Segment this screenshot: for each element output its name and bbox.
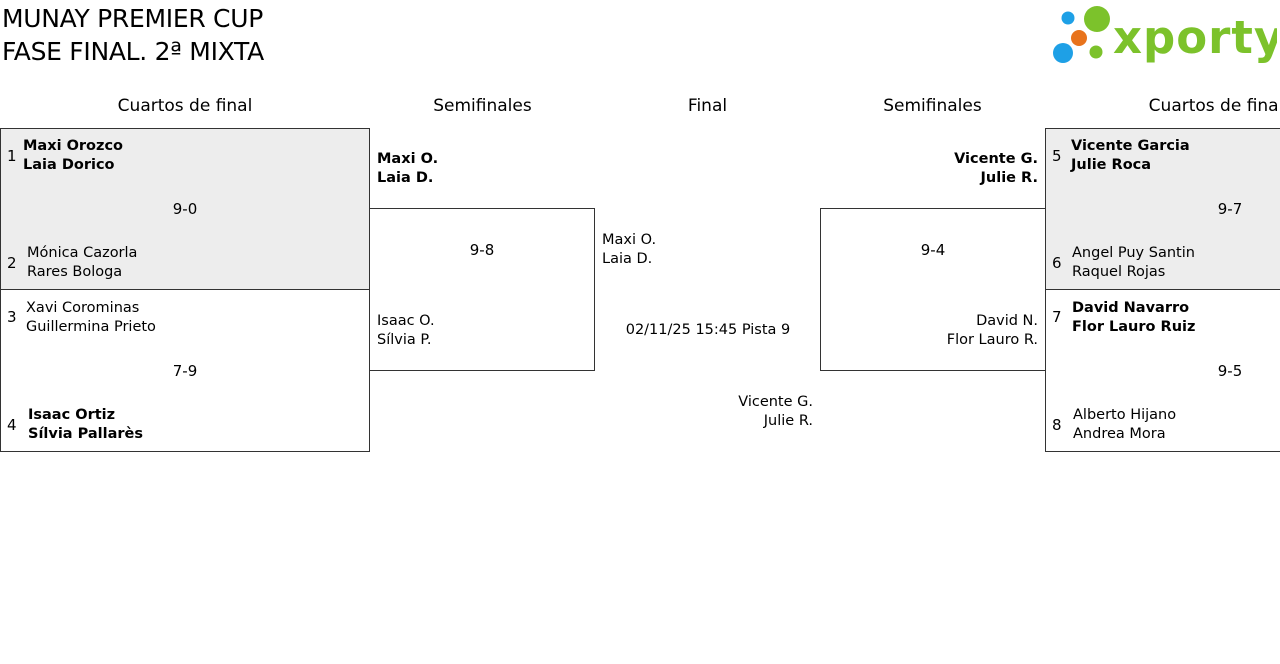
player-name: Rares Bologa <box>27 264 123 280</box>
player-name: Sílvia Pallarès <box>28 426 144 442</box>
round-header-quarters-right: Cuartos de final <box>1148 96 1280 116</box>
team-entry: David Navarro Flor Lauro Ruiz <box>1072 299 1195 337</box>
player-name: David Navarro <box>1072 300 1190 316</box>
player-name: Isaac Ortiz <box>28 407 116 423</box>
player-name: Maxi O. <box>602 232 657 248</box>
team-entry: David N. Flor Lauro R. <box>880 312 1038 350</box>
match-score: 9-4 <box>920 241 946 259</box>
quarterfinal-match-3 <box>1045 128 1280 290</box>
team-entry: Maxi Orozco Laia Dorico <box>23 137 123 175</box>
match-score: 7-9 <box>172 362 198 380</box>
team-entry: Vicente Garcia Julie Roca <box>1071 137 1190 175</box>
final-schedule: 02/11/25 15:45 Pista 9 <box>625 322 791 338</box>
player-name: Raquel Rojas <box>1072 264 1166 280</box>
team-entry: Maxi O. Laia D. <box>377 150 438 188</box>
team-entry: Alberto Hijano Andrea Mora <box>1073 406 1176 444</box>
match-score: 9-7 <box>1217 200 1243 218</box>
player-name: Angel Puy Santin <box>1072 245 1195 261</box>
round-header-final: Final <box>687 96 728 116</box>
seed-number: 3 <box>7 308 17 326</box>
final-team-top: Maxi O. Laia D. <box>602 231 656 269</box>
player-name: Flor Lauro R. <box>946 332 1038 348</box>
semifinal-match-1 <box>369 208 595 371</box>
phase-title: FASE FINAL. 2ª MIXTA <box>2 37 264 66</box>
quarterfinal-match-1 <box>0 128 370 290</box>
player-name: Laia D. <box>602 251 653 267</box>
seed-number: 6 <box>1052 254 1062 272</box>
match-score: 9-8 <box>469 241 495 259</box>
team-entry: Angel Puy Santin Raquel Rojas <box>1072 244 1195 282</box>
seed-number: 2 <box>7 254 17 272</box>
logo-wordmark: xporty <box>1113 11 1277 64</box>
team-entry: Xavi Corominas Guillermina Prieto <box>26 299 156 337</box>
round-header-semis-left: Semifinales <box>433 96 532 116</box>
final-team-bottom: Vicente G. Julie R. <box>650 393 813 431</box>
player-name: Maxi Orozco <box>23 138 124 154</box>
player-name: Vicente G. <box>954 151 1038 167</box>
seed-number: 8 <box>1052 416 1062 434</box>
match-score: 9-0 <box>172 200 198 218</box>
quarterfinal-match-4 <box>1045 289 1280 452</box>
player-name: Sílvia P. <box>377 332 432 348</box>
player-name: Julie Roca <box>1071 157 1152 173</box>
player-name: Guillermina Prieto <box>26 319 156 335</box>
round-header-semis-right: Semifinales <box>883 96 982 116</box>
player-name: Andrea Mora <box>1073 426 1166 442</box>
player-name: Laia Dorico <box>23 157 115 173</box>
player-name: Maxi O. <box>377 151 439 167</box>
player-name: Laia D. <box>377 170 434 186</box>
player-name: Vicente G. <box>738 394 813 410</box>
seed-number: 1 <box>7 147 17 165</box>
xporty-logo-graphic: xporty <box>1053 6 1280 64</box>
seed-number: 5 <box>1052 147 1062 165</box>
player-name: David N. <box>976 313 1038 329</box>
player-name: Julie R. <box>763 413 813 429</box>
player-name: Alberto Hijano <box>1073 407 1177 423</box>
player-name: Vicente Garcia <box>1071 138 1190 154</box>
seed-number: 7 <box>1052 308 1062 326</box>
player-name: Xavi Corominas <box>26 300 140 316</box>
player-name: Isaac O. <box>377 313 435 329</box>
round-header-quarters-left: Cuartos de final <box>117 96 253 116</box>
team-entry: Vicente G. Julie R. <box>880 150 1038 188</box>
match-score: 9-5 <box>1217 362 1243 380</box>
xporty-logo: xporty <box>1051 4 1280 68</box>
player-name: Flor Lauro Ruiz <box>1072 319 1196 335</box>
seed-number: 4 <box>7 416 17 434</box>
player-name: Julie R. <box>980 170 1038 186</box>
team-entry: Isaac Ortiz Sílvia Pallarès <box>28 406 143 444</box>
team-entry: Isaac O. Sílvia P. <box>377 312 435 350</box>
tournament-title: MUNAY PREMIER CUP <box>2 4 263 33</box>
team-entry: Mónica Cazorla Rares Bologa <box>27 244 137 282</box>
player-name: Mónica Cazorla <box>27 245 138 261</box>
